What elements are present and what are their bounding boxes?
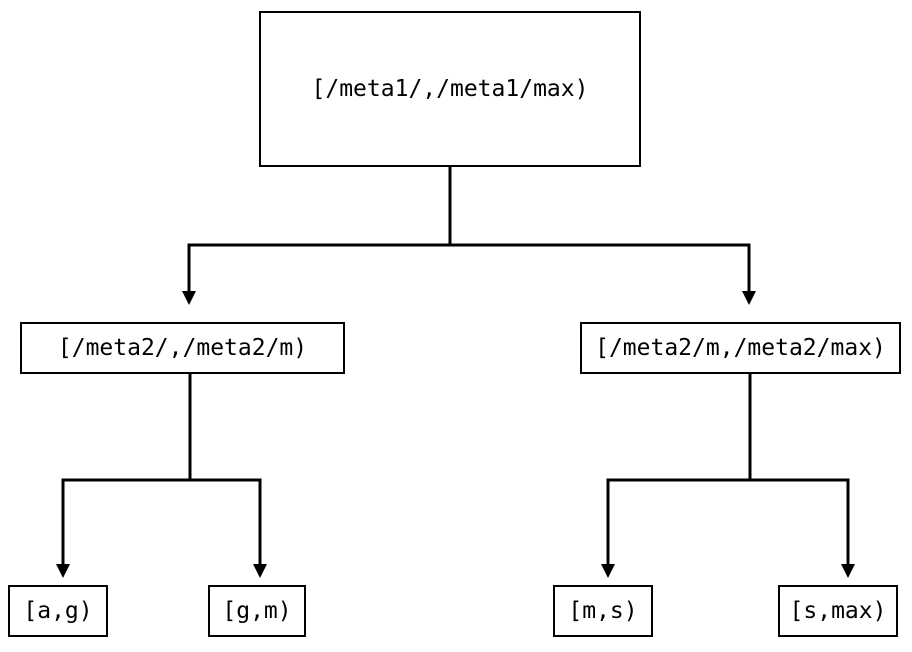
node-leaf-g-m[interactable]: [g,m) xyxy=(208,585,306,637)
node-leaf-g-m-label: [g,m) xyxy=(222,598,292,624)
node-leaf-s-max[interactable]: [s,max) xyxy=(778,585,898,637)
node-mid-right-label: [/meta2/m,/meta2/max) xyxy=(595,335,886,361)
edge-root-to-mid-left xyxy=(182,167,452,305)
node-leaf-s-max-label: [s,max) xyxy=(789,598,887,624)
node-mid-left-label: [/meta2/,/meta2/m) xyxy=(57,335,308,361)
node-root[interactable]: [/meta1/,/meta1/max) xyxy=(259,11,641,167)
arrowhead-icon xyxy=(253,564,267,578)
edge-root-to-mid-right xyxy=(448,167,756,305)
arrowhead-icon xyxy=(182,291,196,305)
node-root-label: [/meta1/,/meta1/max) xyxy=(311,76,589,102)
node-mid-right[interactable]: [/meta2/m,/meta2/max) xyxy=(580,322,901,374)
node-mid-left[interactable]: [/meta2/,/meta2/m) xyxy=(20,322,345,374)
edge-mid-left-to-leaf-1 xyxy=(56,374,192,578)
edge-mid-right-to-leaf-3 xyxy=(601,374,752,578)
node-leaf-m-s[interactable]: [m,s) xyxy=(553,585,653,637)
node-leaf-m-s-label: [m,s) xyxy=(568,598,638,624)
arrowhead-icon xyxy=(742,291,756,305)
arrowhead-icon xyxy=(601,564,615,578)
arrowhead-icon xyxy=(841,564,855,578)
node-leaf-a-g[interactable]: [a,g) xyxy=(8,585,108,637)
node-leaf-a-g-label: [a,g) xyxy=(23,598,93,624)
edge-mid-left-to-leaf-2 xyxy=(188,374,267,578)
edge-mid-right-to-leaf-4 xyxy=(748,374,855,578)
arrowhead-icon xyxy=(56,564,70,578)
